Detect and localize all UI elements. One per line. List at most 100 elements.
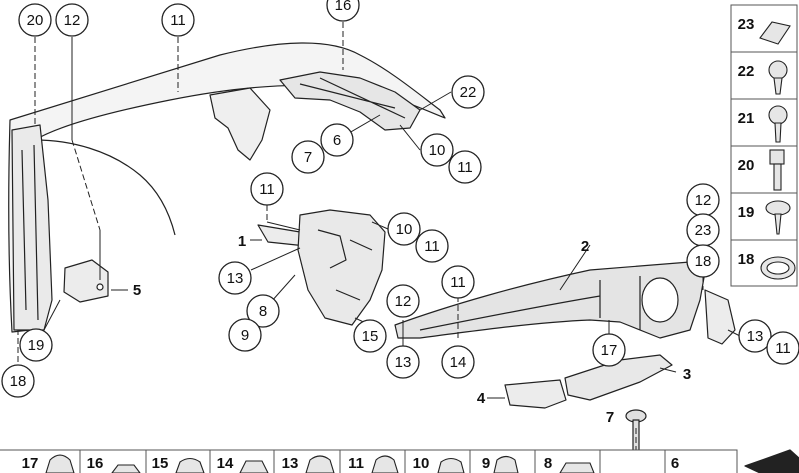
callout-10: 10 — [420, 133, 454, 167]
callout-number: 7 — [304, 149, 312, 166]
callout-circle — [320, 123, 354, 157]
callout-number: 16 — [335, 0, 352, 14]
bumper-inner-line — [34, 139, 176, 236]
callout-18: 18 — [686, 244, 720, 278]
side-panel-icons — [759, 21, 796, 280]
part-label-3: 3 — [683, 366, 691, 383]
strip-label-8: 8 — [544, 455, 552, 472]
part-label-2: 2 — [581, 238, 589, 255]
callout-number: 12 — [395, 293, 412, 310]
callout-number: 10 — [429, 142, 446, 159]
callout-circle — [420, 133, 454, 167]
callout-13: 13 — [218, 261, 252, 295]
clip-icon — [437, 457, 465, 473]
callout-19: 19 — [19, 328, 53, 362]
callout-circle — [386, 345, 420, 379]
strip-label-17: 17 — [22, 455, 39, 472]
callout-number: 8 — [259, 303, 267, 320]
callout-6: 6 — [320, 123, 354, 157]
callout-number: 12 — [64, 12, 81, 29]
callout-11: 11 — [766, 331, 799, 365]
side-panel-label-18: 18 — [738, 251, 755, 268]
fender-side-panel — [11, 124, 53, 331]
part-label-5: 5 — [133, 282, 141, 299]
flange-screw-icon — [765, 200, 791, 235]
callout-18: 18 — [1, 364, 35, 398]
callout-14: 14 — [441, 345, 475, 379]
callout-circle — [55, 3, 89, 37]
callout-number: 18 — [695, 253, 712, 270]
callout-number: 11 — [170, 12, 186, 29]
screw-icon — [371, 455, 399, 473]
callout-12: 12 — [686, 183, 720, 217]
callout-circle — [686, 244, 720, 278]
splash-guard — [209, 87, 271, 161]
callout-12: 12 — [55, 3, 89, 37]
clip-icon — [559, 462, 595, 473]
strip-label-14: 14 — [217, 455, 234, 472]
callout-number: 11 — [450, 274, 466, 291]
callout-circle — [250, 172, 284, 206]
strip-label-10: 10 — [413, 455, 430, 472]
callout-circle — [448, 150, 482, 184]
callout-circle — [738, 319, 772, 353]
callout-circle — [1, 364, 35, 398]
nut-icon — [239, 460, 269, 473]
callout-number: 17 — [601, 342, 618, 359]
callout-circle — [766, 331, 799, 365]
ring-clip-icon — [760, 256, 796, 280]
callout-circle — [592, 333, 626, 367]
callout-circle — [451, 75, 485, 109]
callout-23: 23 — [686, 213, 720, 247]
callout-11: 11 — [250, 172, 284, 206]
rivet-icon — [493, 455, 519, 473]
side-panel-label-20: 20 — [738, 157, 755, 174]
support-part-4 — [504, 379, 567, 409]
clip-icon — [305, 455, 335, 473]
callout-circle — [415, 229, 449, 263]
callout-circle — [246, 294, 280, 328]
callout-circle — [441, 345, 475, 379]
side-panel-label-22: 22 — [738, 63, 755, 80]
nut-icon — [111, 464, 141, 473]
callout-22: 22 — [451, 75, 485, 109]
callout-circle — [387, 212, 421, 246]
callout-circle — [386, 284, 420, 318]
callout-13: 13 — [386, 345, 420, 379]
headlight-bracket — [279, 71, 421, 131]
callout-number: 11 — [259, 181, 275, 198]
callout-8: 8 — [246, 294, 280, 328]
callout-16: 16 — [326, 0, 360, 22]
strip-label-16: 16 — [87, 455, 104, 472]
callout-number: 6 — [333, 132, 341, 149]
screw-icon — [768, 105, 788, 143]
callout-number: 11 — [457, 159, 473, 176]
bottom-strip-icons — [45, 454, 595, 473]
strip-label-15: 15 — [152, 455, 169, 472]
callout-11: 11 — [415, 229, 449, 263]
side-panel-frame — [730, 4, 798, 287]
callout-9: 9 — [228, 318, 262, 352]
callout-circle — [353, 319, 387, 353]
callout-number: 13 — [395, 354, 412, 371]
callout-number: 23 — [695, 222, 712, 239]
clip-icon — [45, 454, 75, 473]
expanding-rivet-icon — [768, 60, 788, 95]
callout-number: 15 — [362, 328, 379, 345]
callout-number: 10 — [396, 221, 413, 238]
side-panel-label-23: 23 — [738, 16, 755, 33]
callout-number: 13 — [227, 270, 244, 287]
clip-nut-icon — [759, 21, 791, 45]
wheel-arch-panel — [297, 209, 386, 326]
callout-number: 19 — [28, 337, 45, 354]
callout-17: 17 — [592, 333, 626, 367]
callout-11: 11 — [441, 265, 475, 299]
callout-circle — [19, 328, 53, 362]
callout-circle — [18, 3, 52, 37]
callout-number: 12 — [695, 192, 712, 209]
hex-bolt-icon — [769, 149, 785, 191]
